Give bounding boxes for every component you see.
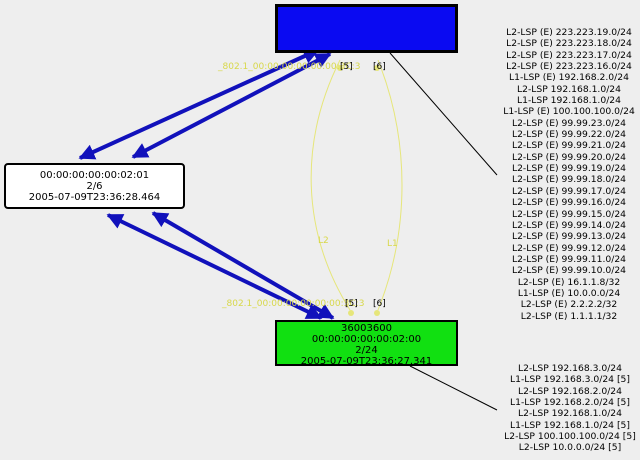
node-white-port: 2/6 [86, 181, 103, 192]
edge-label-top-port-b: [6] [373, 62, 386, 72]
lsp-list-item: L2-LSP (E) 99.99.20.0/24 [511, 151, 627, 163]
edge-label-l2: L2 [318, 236, 329, 246]
lsp-list-item: L2-LSP (E) 223.223.18.0/24 [506, 38, 632, 50]
link-white-green-b [151, 211, 335, 320]
lsp-list-item: L1-LSP 192.168.1.0/24 [516, 95, 621, 107]
lsp-list-item: L2-LSP (E) 99.99.18.0/24 [511, 174, 627, 186]
router-node-green[interactable]: 36003600 00:00:00:00:00:02:00 2/24 2005-… [275, 320, 458, 367]
connector-bottom-list [409, 365, 498, 411]
lsp-list-item: L2-LSP (E) 223.223.17.0/24 [506, 49, 632, 61]
port-dot-bottom-a [348, 310, 354, 316]
lsp-list-item: L2-LSP (E) 99.99.12.0/24 [511, 242, 627, 254]
node-green-area: 36003600 [341, 323, 392, 334]
link-blue-white-b [131, 52, 332, 159]
lsp-curve-l2 [310, 59, 351, 311]
lsp-list-item: L2-LSP (E) 99.99.16.0/24 [511, 197, 627, 209]
lsp-list-item: L2-LSP (E) 99.99.22.0/24 [511, 129, 627, 141]
edge-label-bottom-port: _802.1_00:00:00:00:00:00:3C:3 [222, 299, 365, 309]
lsp-list-item: L2-LSP 192.168.1.0/24 [517, 408, 622, 420]
node-white-timestamp: 2005-07-09T23:36:28.464 [28, 192, 161, 203]
lsp-list-item: L2-LSP 192.168.2.0/24 [517, 385, 622, 397]
port-dot-top-b [374, 65, 380, 71]
lsp-list-item: L2-LSP (E) 99.99.19.0/24 [511, 163, 627, 175]
lsp-list-item: L1-LSP 192.168.2.0/24 [5] [510, 397, 630, 409]
port-dot-top-a [337, 65, 343, 71]
node-green-timestamp: 2005-07-09T23:36:27.341 [300, 356, 433, 367]
lsp-list-item: L2-LSP (E) 99.99.15.0/24 [511, 208, 627, 220]
lsp-list-item: L2-LSP (E) 99.99.14.0/24 [511, 219, 627, 231]
lsp-list-item: L2-LSP (E) 16.1.1.8/32 [517, 276, 621, 288]
lsp-list-item: L1-LSP 192.168.1.0/24 [5] [510, 419, 630, 431]
lsp-list-item: L2-LSP (E) 99.99.23.0/24 [511, 117, 627, 129]
lsp-list-item: L2-LSP (E) 99.99.13.0/24 [511, 231, 627, 243]
router-node-white[interactable]: 00:00:00:00:00:02:01 2/6 2005-07-09T23:3… [4, 163, 185, 209]
lsp-list-item: L2-LSP (E) 223.223.16.0/24 [506, 61, 632, 73]
lsp-list-item: L2-LSP (E) 223.223.19.0/24 [506, 27, 632, 38]
edge-label-top-port: _802.1_00:00:00:00:00:00:3C:3 [218, 62, 361, 72]
edge-label-l1: L1 [387, 239, 398, 249]
lsp-list-item: L2-LSP 100.100.100.0/24 [5] [504, 431, 636, 443]
lsp-list-item: L2-LSP 10.0.0.0/24 [5] [518, 442, 622, 454]
connector-top-list [389, 52, 498, 176]
edge-label-bottom-port-b: [6] [373, 299, 386, 309]
lsp-list-item: L2-LSP (E) 99.99.10.0/24 [511, 265, 627, 277]
router-node-blue[interactable] [275, 4, 458, 53]
node-green-system-id: 00:00:00:00:00:02:00 [311, 334, 422, 345]
lsp-curve-l1 [377, 59, 403, 311]
lsp-list-item: L1-LSP (E) 10.0.0.0/24 [517, 287, 621, 299]
lsp-list-item: L1-LSP 192.168.3.0/24 [5] [510, 374, 630, 386]
lsp-list-item: L2-LSP (E) 99.99.21.0/24 [511, 140, 627, 152]
port-dot-bottom-b [374, 310, 380, 316]
edge-label-bottom-port-a: [5] [345, 299, 358, 309]
node-green-port: 2/24 [355, 345, 378, 356]
lsp-list-item: L2-LSP (E) 2.2.2.2/32 [520, 299, 618, 311]
node-white-system-id: 00:00:00:00:00:02:01 [39, 170, 150, 181]
lsp-list-item: L1-LSP (E) 192.168.2.0/24 [509, 72, 629, 84]
lsp-list-item: L2-LSP (E) 99.99.11.0/24 [511, 253, 627, 265]
edge-label-top-port-a: [5] [340, 62, 353, 72]
lsp-list-item: L2-LSP (E) 99.99.17.0/24 [511, 185, 627, 197]
lsp-list-item: L2-LSP 192.168.3.0/24 [517, 363, 622, 374]
lsp-list-item: L2-LSP 192.168.1.0/24 [516, 83, 621, 95]
lsp-list-item: L2-LSP (E) 1.1.1.1/32 [520, 310, 618, 322]
lsp-list-item: L1-LSP (E) 100.100.100.0/24 [503, 106, 635, 118]
